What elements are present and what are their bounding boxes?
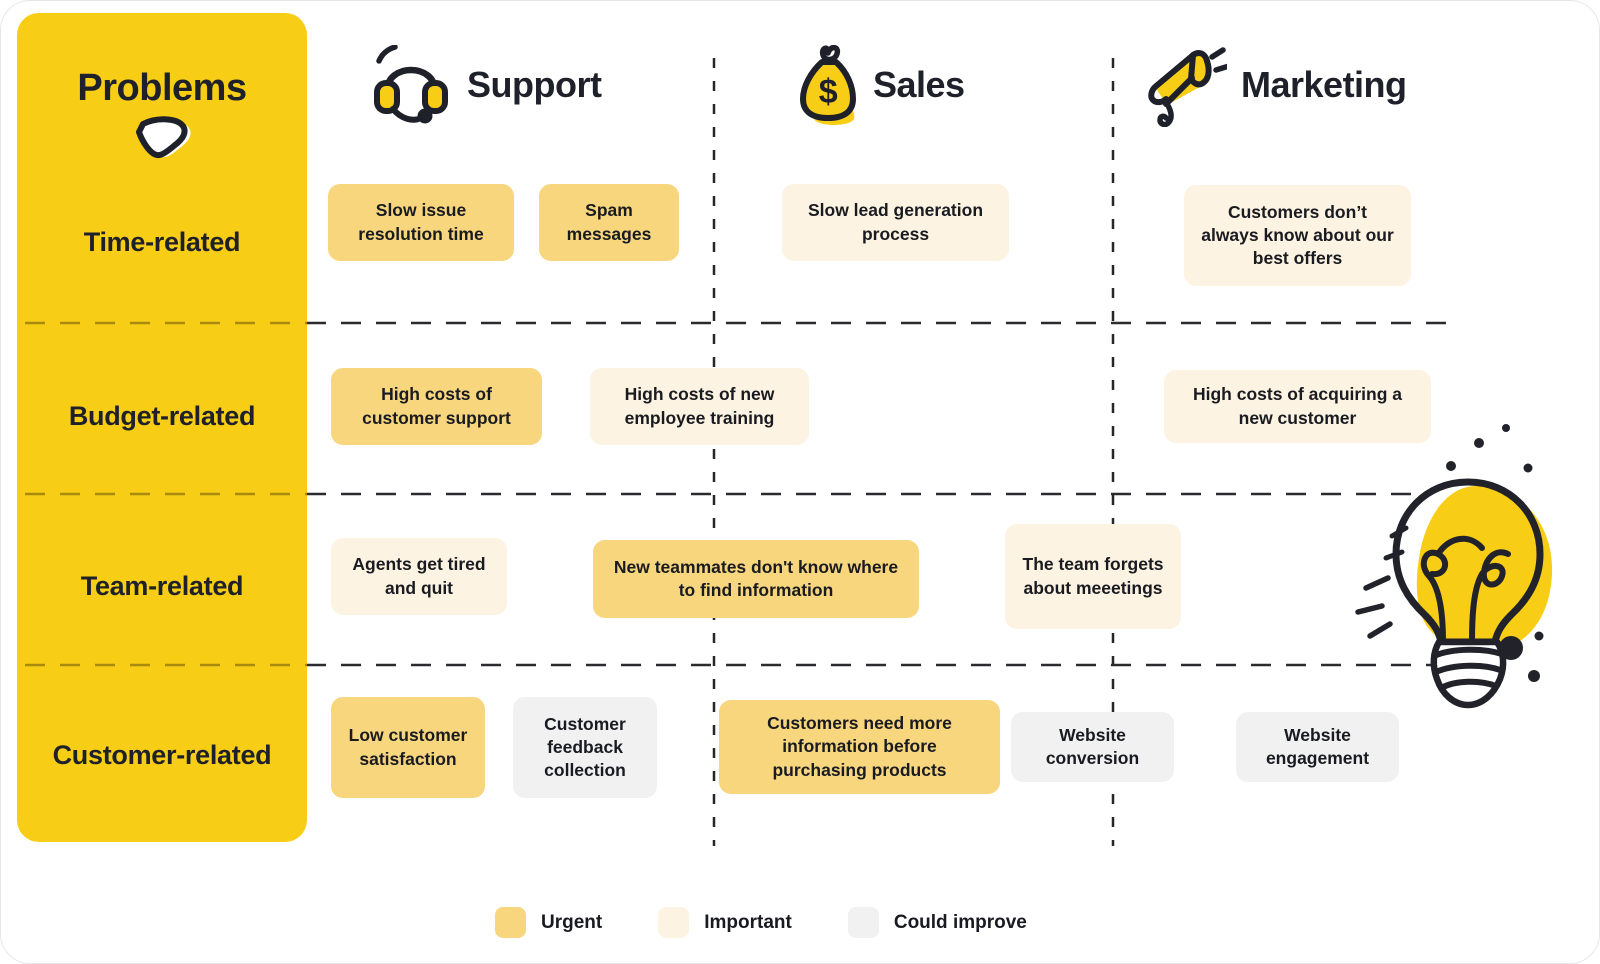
problem-card-text: Spam messages — [566, 200, 652, 244]
could-improve-color-swatch — [847, 907, 879, 938]
problem-card: Customer feedback collection — [513, 697, 657, 798]
column-header-label: Sales — [873, 64, 965, 105]
problem-card-text: High costs of customer support — [362, 384, 511, 428]
problem-card-text: Website conversion — [1045, 724, 1140, 768]
problem-card-text: Low customer satisfaction — [348, 725, 468, 769]
row-label-time-related: Time-related — [83, 227, 241, 257]
problem-card-text: Slow lead generation process — [807, 200, 984, 244]
problem-card: Slow issue resolution time — [328, 184, 514, 261]
legend-label: Important — [704, 911, 792, 933]
page-title: Problems — [77, 67, 247, 109]
problem-card: Website engagement — [1236, 712, 1399, 782]
problem-card-text: High costs of new employee training — [624, 384, 775, 428]
priority-legend: Urgent Important Could improve — [495, 907, 1027, 938]
column-header-sales: $ Sales — [797, 45, 965, 125]
problem-card-text: Slow issue resolution time — [358, 200, 484, 244]
money-bag-icon: $ — [800, 45, 856, 125]
problem-card: The team forgets about meeetings — [1005, 524, 1181, 629]
problem-card: Spam messages — [539, 184, 679, 261]
urgent-color-swatch — [495, 907, 526, 938]
problem-card-text: Customer feedback collection — [544, 713, 626, 781]
legend-item-important: Important — [658, 907, 792, 938]
legend-item-could-improve: Could improve — [847, 907, 1027, 938]
legend-label: Could improve — [893, 911, 1027, 933]
problem-card-text: Customers need more information before p… — [767, 713, 952, 780]
problem-card: Customers don’t always know about our be… — [1184, 185, 1411, 286]
problem-card: Low customer satisfaction — [331, 697, 485, 798]
problem-card: High costs of new employee training — [590, 368, 809, 445]
row-label-team-related: Team-related — [80, 571, 244, 601]
problem-card: Slow lead generation process — [782, 184, 1009, 261]
problem-card-text: Website engagement — [1265, 724, 1370, 768]
sidebar-divider-dashes — [25, 321, 307, 667]
problem-card: High costs of acquiring a new customer — [1164, 370, 1431, 443]
row-label-customer-related: Customer-related — [52, 740, 272, 770]
problems-sidebar: Problems Time-related Budget-related Tea… — [17, 13, 307, 842]
column-header-label: Support — [467, 64, 602, 105]
megaphone-icon — [1148, 47, 1227, 127]
column-header-marketing: Marketing — [1141, 43, 1407, 127]
down-arrow-icon — [136, 116, 191, 159]
problem-card-text: New teammates don't know where to find i… — [613, 556, 899, 600]
column-header-support: Support — [369, 45, 602, 125]
problem-card-text: Agents get tired and quit — [352, 554, 486, 598]
legend-item-urgent: Urgent — [495, 907, 602, 938]
problem-card: New teammates don't know where to find i… — [593, 540, 919, 618]
problem-card: Agents get tired and quit — [331, 538, 507, 615]
lightbulb-illustration — [1355, 424, 1553, 709]
headset-icon — [374, 45, 448, 124]
problem-card: High costs of customer support — [331, 368, 542, 445]
important-color-swatch — [658, 907, 690, 938]
row-label-budget-related: Budget-related — [68, 401, 256, 431]
svg-text:$: $ — [819, 73, 838, 111]
problem-card: Website conversion — [1011, 712, 1174, 782]
column-header-label: Marketing — [1241, 64, 1407, 105]
problem-card-text: High costs of acquiring a new customer — [1192, 384, 1403, 428]
problem-card: Customers need more information before p… — [719, 700, 1000, 794]
problem-card-text: The team forgets about meeetings — [1022, 554, 1164, 598]
problem-card-text: Customers don’t always know about our be… — [1201, 201, 1394, 269]
legend-label: Urgent — [541, 911, 603, 933]
